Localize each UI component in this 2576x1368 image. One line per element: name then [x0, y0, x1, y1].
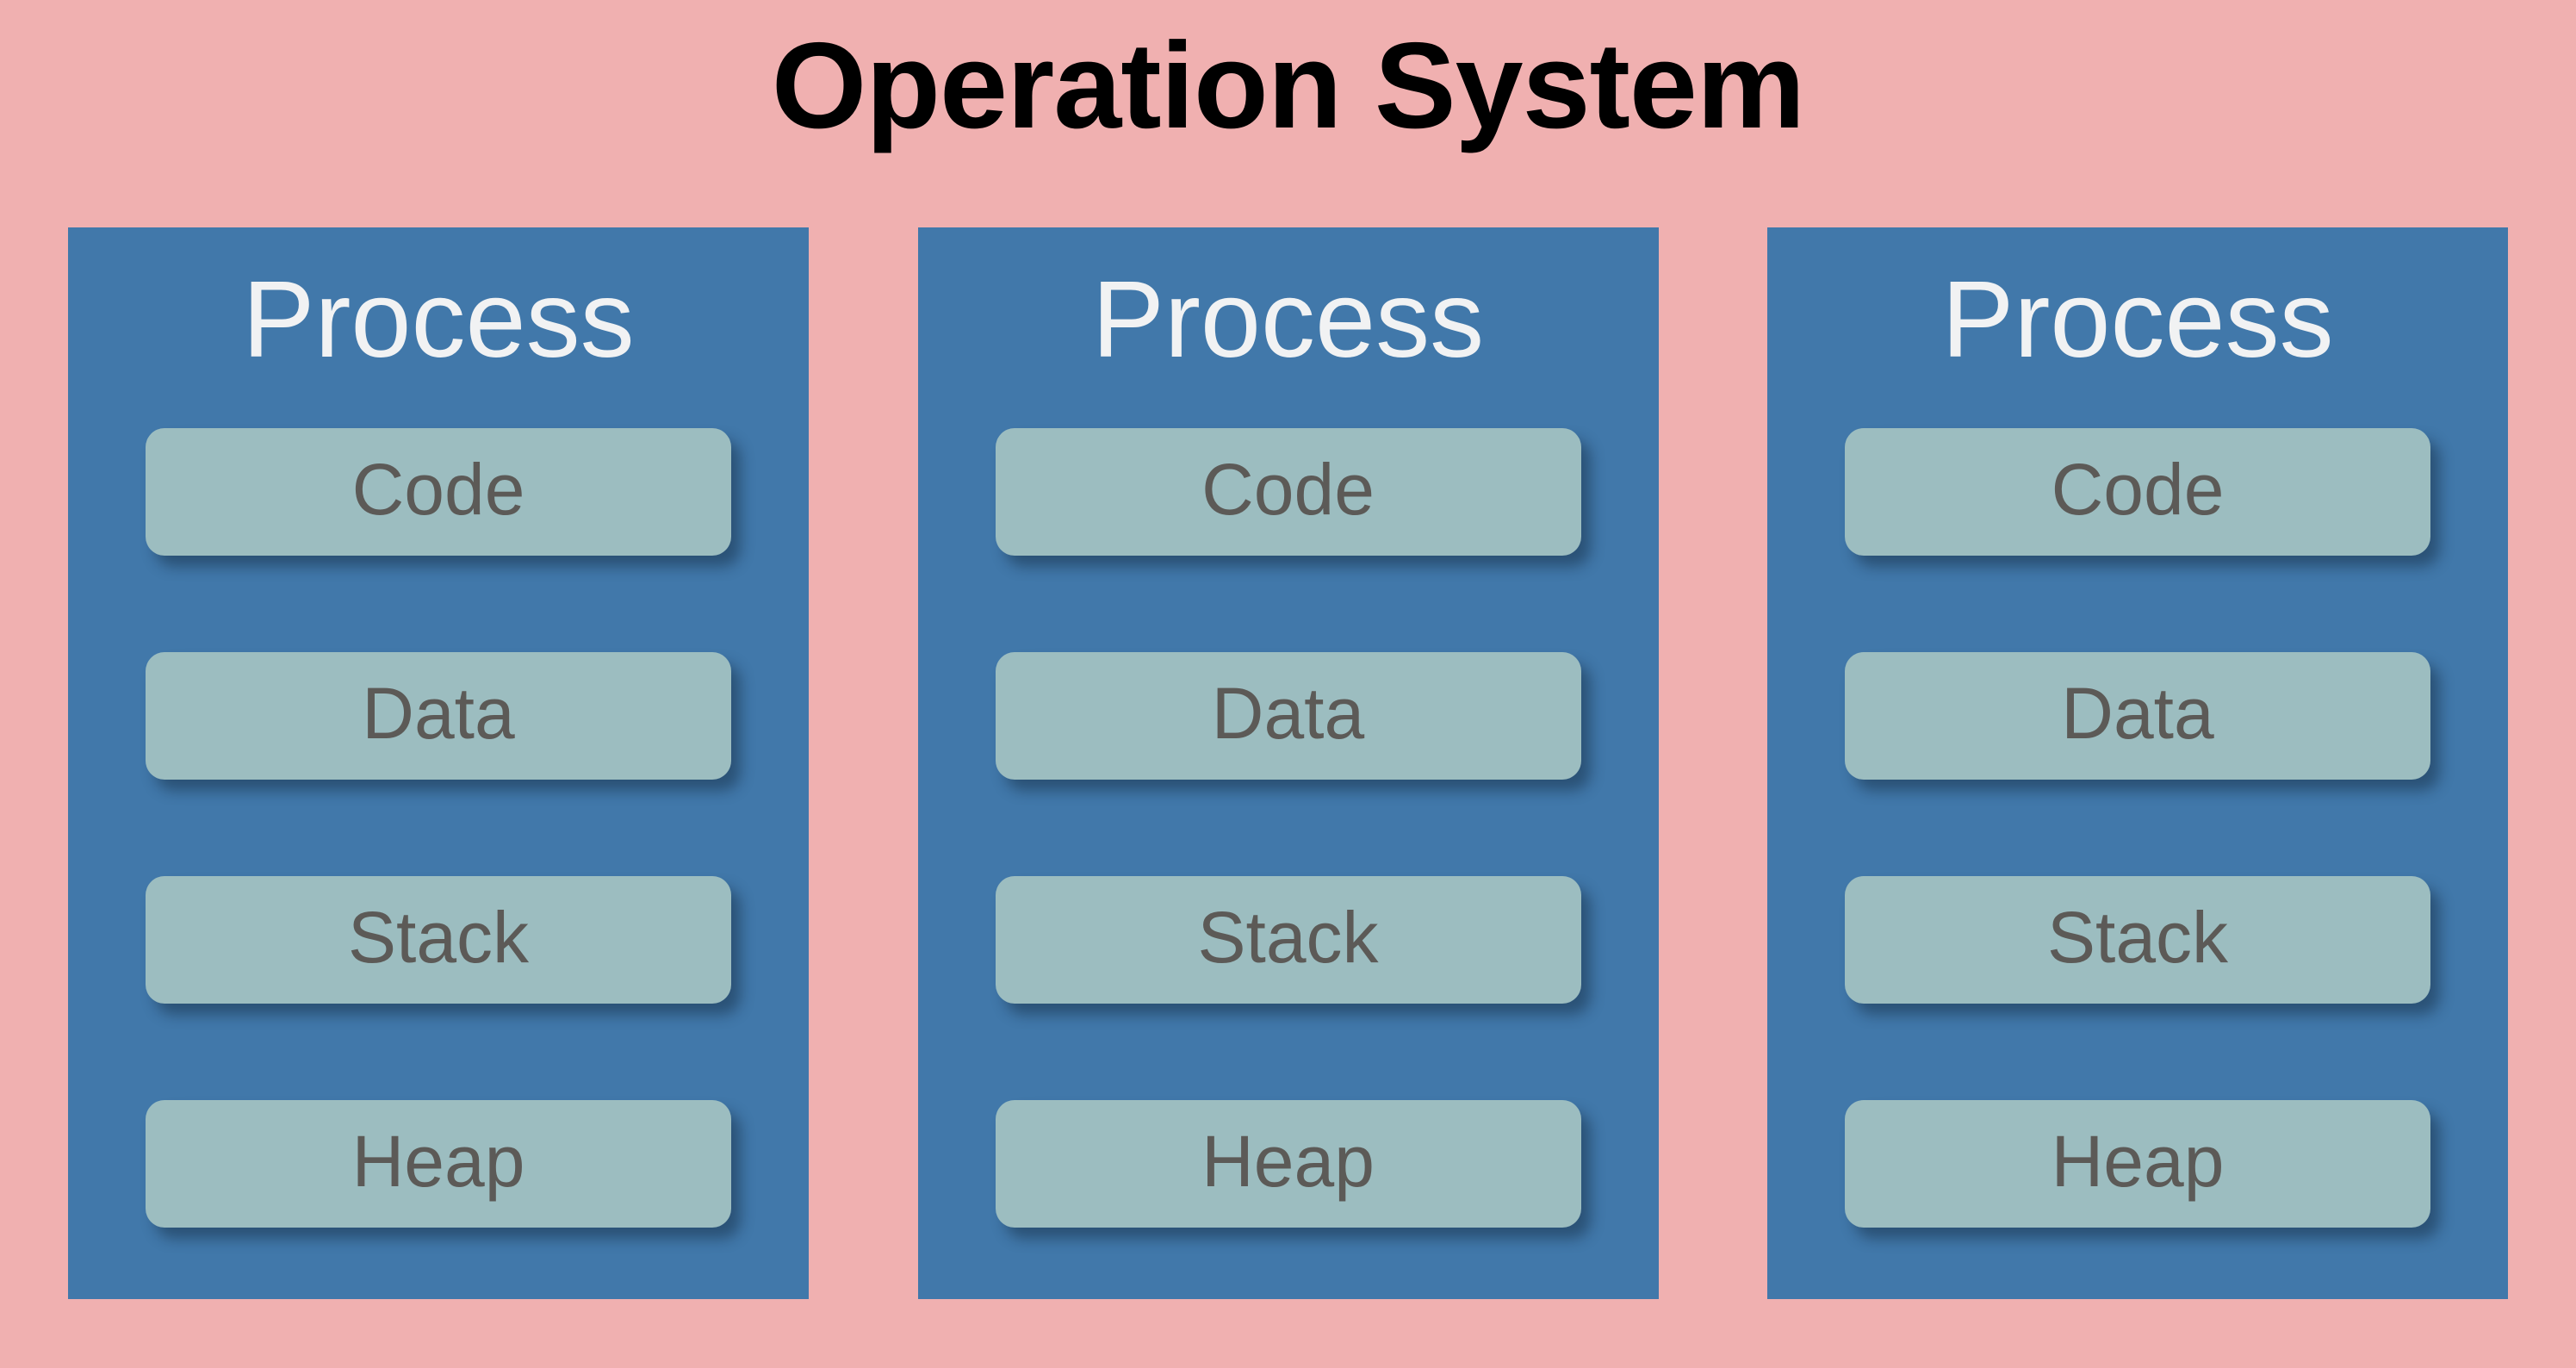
segment-list: Code Data Stack Heap	[68, 428, 809, 1228]
process-title: Process	[1091, 258, 1485, 380]
segment-stack: Stack	[1845, 876, 2430, 1004]
segment-code: Code	[995, 428, 1581, 556]
segment-label: Data	[1211, 673, 1365, 754]
segment-label: Stack	[2046, 897, 2229, 978]
segment-data: Data	[995, 652, 1581, 780]
process-title: Process	[1941, 258, 2334, 380]
segment-heap: Heap	[1845, 1100, 2430, 1228]
segment-label: Code	[1201, 449, 1375, 530]
segment-list: Code Data Stack Heap	[1767, 428, 2508, 1228]
segment-label: Code	[351, 449, 525, 530]
segment-label: Stack	[347, 897, 530, 978]
segment-stack: Stack	[146, 876, 731, 1004]
segment-label: Data	[362, 673, 515, 754]
segment-list: Code Data Stack Heap	[918, 428, 1659, 1228]
process-box-2: Process Code Data Stack Heap	[917, 227, 1659, 1299]
segment-data: Data	[146, 652, 731, 780]
segment-label: Data	[2061, 673, 2214, 754]
segment-label: Heap	[2051, 1121, 2225, 1202]
process-row: Process Code Data Stack Heap Process	[68, 227, 2508, 1299]
segment-code: Code	[1845, 428, 2430, 556]
segment-label: Stack	[1197, 897, 1379, 978]
segment-code: Code	[146, 428, 731, 556]
page-title: Operation System	[771, 17, 1805, 154]
segment-label: Heap	[351, 1121, 525, 1202]
segment-data: Data	[1845, 652, 2430, 780]
segment-stack: Stack	[995, 876, 1581, 1004]
process-box-3: Process Code Data Stack Heap	[1767, 227, 2508, 1299]
segment-heap: Heap	[146, 1100, 731, 1228]
process-box-1: Process Code Data Stack Heap	[68, 227, 809, 1299]
segment-label: Heap	[1201, 1121, 1375, 1202]
segment-label: Code	[2051, 449, 2225, 530]
segment-heap: Heap	[995, 1100, 1581, 1228]
process-title: Process	[242, 258, 635, 380]
